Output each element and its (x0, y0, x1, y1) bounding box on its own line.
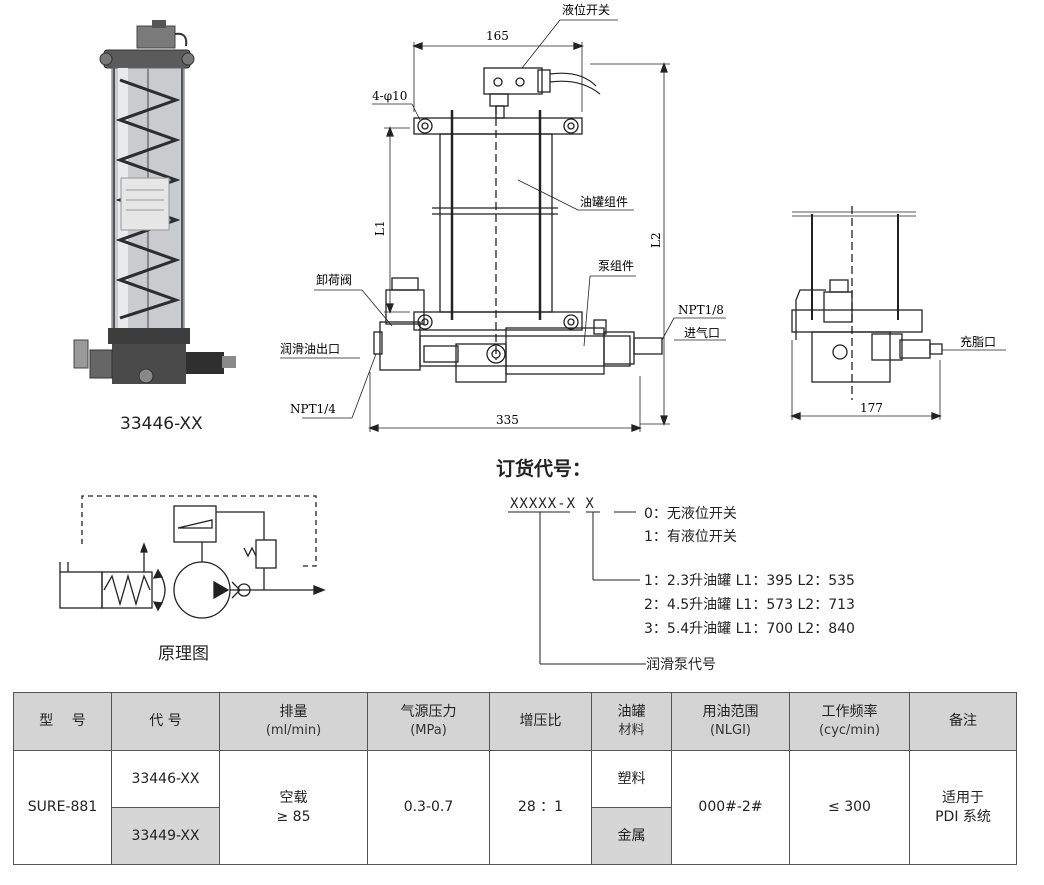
cell-material-1: 塑料 (591, 750, 672, 808)
switch-option-0: 0：无液位开关 (644, 506, 737, 522)
cell-frequency: ≤ 300 (789, 750, 910, 865)
header-ratio: 增压比 (489, 692, 592, 751)
order-code-pattern: XXXXX-X X (510, 496, 595, 512)
dim-l2: L2 (649, 232, 663, 248)
label-tank-assembly: 油罐组件 (580, 195, 628, 209)
label-fill-port: 充脂口 (960, 334, 996, 349)
switch-option-1: 1：有液位开关 (644, 529, 737, 545)
cell-code-1: 33446-XX (111, 750, 220, 808)
header-model: 型 号 (13, 692, 112, 751)
cell-air-pressure: 0.3-0.7 (367, 750, 490, 865)
tank-option-3: 3：5.4升油罐 L1：700 L2：840 (644, 621, 855, 637)
label-npt14: NPT1/4 (290, 402, 336, 416)
table-header-row: 型 号 代 号 排量(ml/min) 气源压力(MPa) 增压比 油罐材料 用油… (13, 692, 1017, 751)
side-view-drawing (790, 206, 1006, 420)
order-code-tree: XXXXX-X X 0：无液位开关 1：有液位开关 1：2.3升油罐 L1：39… (508, 496, 855, 673)
pump-code-label: 润滑泵代号 (646, 656, 716, 673)
cell-model: SURE-881 (13, 750, 112, 865)
header-displacement: 排量(ml/min) (219, 692, 368, 751)
dim-335: 335 (496, 413, 519, 427)
header-tank-material: 油罐材料 (591, 692, 672, 751)
cell-ratio: 28 ：1 (489, 750, 592, 865)
label-npt18: NPT1/8 (678, 303, 724, 317)
label-pump-assembly: 泵组件 (598, 259, 634, 273)
tank-option-1: 1：2.3升油罐 L1：395 L2：535 (644, 573, 855, 589)
product-photo (73, 20, 236, 384)
label-lube-outlet: 润滑油出口 (280, 342, 340, 356)
order-code-title: 订货代号： (496, 458, 592, 480)
label-air-inlet: 进气口 (684, 325, 720, 340)
technical-drawing: 液位开关 165 4-φ10 油罐组件 L1 L2 泵组件 卸荷阀 NPT1/8… (59, 2, 1006, 673)
cell-code-2: 33449-XX (111, 807, 220, 865)
header-frequency: 工作频率(cyc/min) (789, 692, 910, 751)
principle-schematic (59, 495, 326, 619)
dim-177: 177 (860, 401, 883, 415)
label-relief-valve: 卸荷阀 (316, 272, 352, 287)
label-level-switch: 液位开关 (562, 2, 610, 17)
schematic-caption: 原理图 (158, 644, 209, 664)
label-mounting-holes: 4-φ10 (372, 89, 407, 103)
photo-caption: 33446-XX (120, 414, 203, 434)
header-nlgi: 用油范围(NLGI) (671, 692, 790, 751)
table-row: SURE-881 33446-XX 空载≥ 85 0.3-0.7 28 ：1 塑… (13, 750, 1017, 865)
cell-nlgi: 000#-2# (671, 750, 790, 865)
header-code: 代 号 (111, 692, 220, 751)
front-view-drawing (280, 19, 726, 432)
table-row: 33449-XX 金属 (14, 807, 1017, 865)
spec-table: 型 号 代 号 排量(ml/min) 气源压力(MPa) 增压比 油罐材料 用油… (13, 692, 1017, 865)
dim-l1: L1 (373, 220, 387, 236)
cell-displacement: 空载≥ 85 (219, 750, 368, 865)
header-air-pressure: 气源压力(MPa) (367, 692, 490, 751)
header-remark: 备注 (909, 692, 1017, 751)
tank-option-2: 2：4.5升油罐 L1：573 L2：713 (644, 597, 855, 613)
dim-165: 165 (486, 29, 509, 43)
cell-material-2: 金属 (591, 807, 672, 865)
